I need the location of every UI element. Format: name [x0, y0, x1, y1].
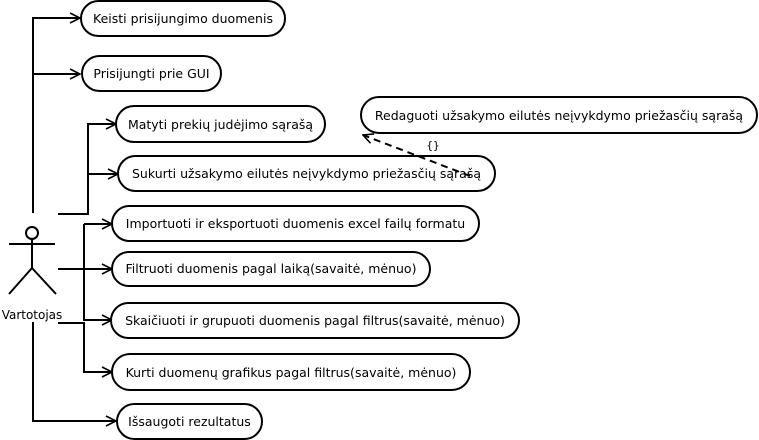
assoc-keisti: [32, 18, 80, 213]
use-case-label: Importuoti ir eksportuoti duomenis excel…: [126, 216, 465, 231]
use-case-keisti[interactable]: Keisti prisijungimo duomenis: [80, 0, 286, 37]
use-case-issaugoti[interactable]: Išsaugoti rezultatus: [116, 403, 263, 440]
actor-head: [25, 226, 39, 240]
use-case-importuoti[interactable]: Importuoti ir eksportuoti duomenis excel…: [111, 205, 480, 242]
assoc-issaugoti: [32, 322, 116, 421]
use-case-label: Matyti prekių judėjimo sąrašą: [128, 117, 313, 132]
use-case-redaguoti[interactable]: Redaguoti užsakymo eilutės neįvykdymo pr…: [360, 96, 758, 134]
use-case-label: Prisijungti prie GUI: [93, 66, 209, 81]
actor-label: Vartotojas: [2, 308, 63, 322]
association-lines: [32, 18, 118, 421]
use-case-label: Redaguoti užsakymo eilutės neįvykdymo pr…: [375, 108, 743, 123]
use-case-kurti[interactable]: Kurti duomenų grafikus pagal filtrus(sav…: [111, 353, 471, 391]
use-case-matyti[interactable]: Matyti prekių judėjimo sąrašą: [115, 105, 326, 143]
use-case-label: Filtruoti duomenis pagal laiką(savaitė, …: [126, 261, 417, 276]
use-case-label: Keisti prisijungimo duomenis: [93, 11, 273, 26]
use-case-sukurti[interactable]: Sukurti užsakymo eilutės neįvykdymo prie…: [117, 155, 496, 192]
assoc-matyti: [58, 124, 116, 215]
use-case-label: Išsaugoti rezultatus: [128, 414, 251, 429]
actor-left-leg: [8, 267, 33, 295]
assoc-skaiciuoti: [83, 224, 112, 320]
use-case-label: Skaičiuoti ir grupuoti duomenis pagal fi…: [125, 313, 505, 328]
use-case-prisijungti[interactable]: Prisijungti prie GUI: [81, 55, 222, 92]
use-case-label: Sukurti užsakymo eilutės neįvykdymo prie…: [132, 166, 481, 181]
assoc-kurti: [58, 322, 112, 372]
actor-right-leg: [31, 267, 57, 295]
use-case-filtruoti[interactable]: Filtruoti duomenis pagal laiką(savaitė, …: [111, 251, 431, 287]
actor-figure: [8, 226, 57, 295]
use-case-skaiciuoti[interactable]: Skaičiuoti ir grupuoti duomenis pagal fi…: [110, 302, 520, 339]
use-case-label: Kurti duomenų grafikus pagal filtrus(sav…: [126, 365, 457, 380]
dependency-label: {}: [426, 139, 439, 152]
